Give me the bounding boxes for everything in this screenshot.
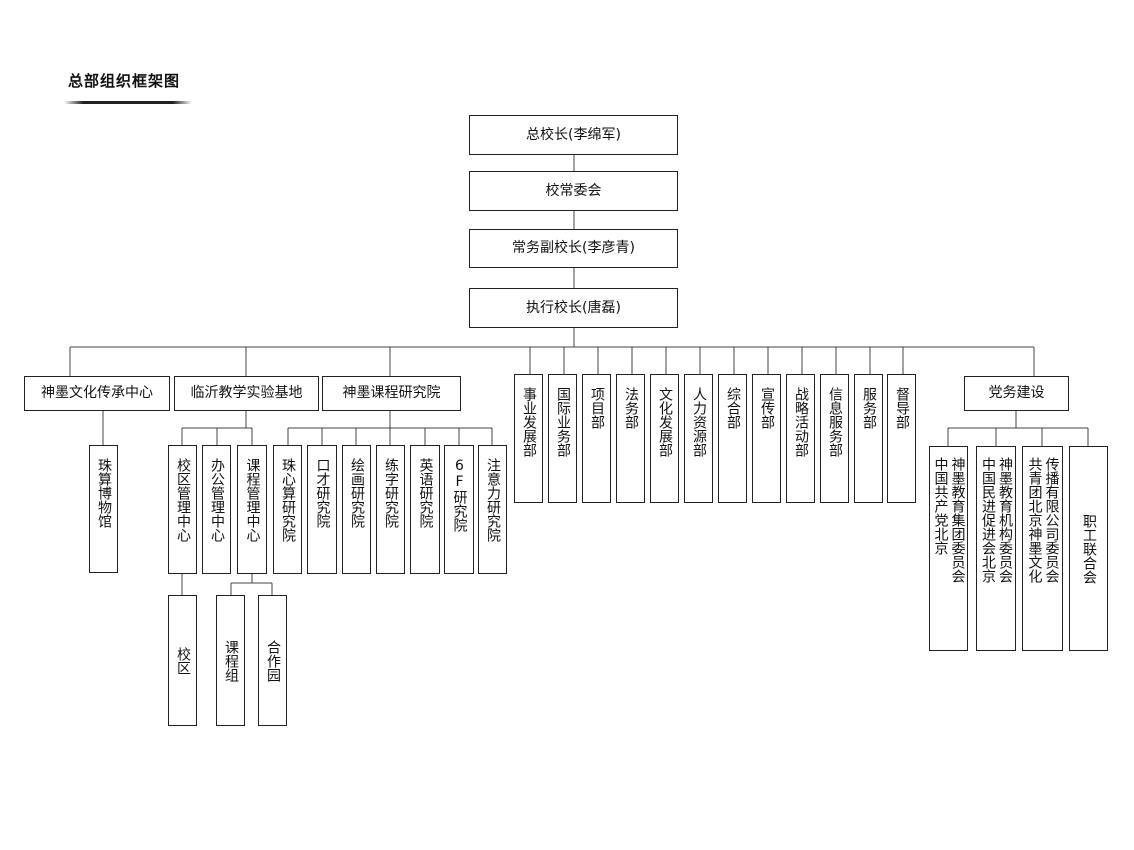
chain-box-principal: 总校长(李绵军): [469, 115, 678, 155]
party-committee-label-line2: 神墨教育集团委员会: [949, 457, 966, 583]
institute-box-painting: 绘画研究院: [342, 445, 371, 574]
department-box: 宣传部: [752, 374, 781, 503]
democratic-promotion-committee-label-line2: 神墨教育机构委员会: [997, 457, 1013, 583]
department-label: 人力资源部: [691, 387, 707, 457]
institute-label: 注意力研究院: [485, 458, 501, 542]
office-management-center-box: 办公管理中心: [202, 445, 231, 574]
department-box: 国际业务部: [548, 374, 577, 503]
linyi-base-box: 临沂教学实验基地: [174, 376, 319, 411]
department-label: 战略活动部: [793, 387, 809, 457]
party-committee-label-line1: 中国共产党北京: [932, 457, 949, 555]
kindergarten-box: 合作园: [258, 595, 287, 726]
department-box: 战略活动部: [786, 374, 815, 503]
department-box: 服务部: [854, 374, 883, 503]
museum-box: 珠算博物馆: [89, 445, 118, 573]
institute-label: 英语研究院: [417, 458, 434, 528]
page-title: 总部组织框架图: [68, 72, 181, 90]
office-management-center-label: 办公管理中心: [209, 458, 225, 542]
kindergarten-label: 合作园: [265, 639, 281, 682]
institute-box-6f: 6F研究院: [444, 445, 474, 574]
democratic-promotion-committee-box: 中国民进促进会北京 神墨教育机构委员会: [976, 446, 1016, 651]
workers-union-box: 职工联合会: [1069, 446, 1108, 651]
title-underline: [64, 101, 192, 104]
party-committee-box: 中国共产党北京 神墨教育集团委员会: [929, 446, 968, 651]
research-institute-label: 神墨课程研究院: [342, 385, 441, 401]
institute-label: 6F研究院: [451, 458, 468, 532]
culture-center-label: 神墨文化传承中心: [41, 385, 153, 401]
department-label: 法务部: [623, 387, 639, 429]
campus-box: 校区: [168, 595, 197, 726]
linyi-base-label: 临沂教学实验基地: [190, 385, 303, 401]
department-box: 信息服务部: [820, 374, 849, 503]
department-box: 事业发展部: [514, 374, 543, 503]
campus-management-center-box: 校区管理中心: [168, 445, 197, 574]
course-management-center-label: 课程管理中心: [244, 458, 261, 542]
institute-box-abacus: 珠心算研究院: [273, 445, 302, 574]
chain-label: 校常委会: [545, 182, 602, 199]
culture-center-box: 神墨文化传承中心: [24, 376, 170, 411]
museum-label: 珠算博物馆: [96, 458, 112, 528]
department-box: 综合部: [718, 374, 747, 503]
department-label: 宣传部: [759, 387, 775, 429]
chain-label: 执行校长(唐磊): [526, 299, 621, 316]
department-label: 国际业务部: [555, 387, 571, 457]
chain-label: 常务副校长(李彦青): [512, 240, 635, 256]
institute-label: 口才研究院: [314, 458, 331, 528]
department-label: 督导部: [894, 387, 910, 429]
chain-box-deputy: 常务副校长(李彦青): [469, 229, 678, 268]
department-label: 事业发展部: [521, 387, 537, 457]
course-group-label: 课程组: [223, 639, 239, 682]
department-box: 项目部: [582, 374, 611, 503]
institute-label: 练字研究院: [383, 458, 399, 528]
democratic-promotion-committee-label-line1: 中国民进促进会北京: [980, 457, 996, 583]
department-box: 法务部: [616, 374, 645, 503]
chain-box-executive: 执行校长(唐磊): [469, 288, 678, 328]
institute-label: 珠心算研究院: [280, 458, 296, 542]
department-label: 服务部: [861, 387, 877, 429]
course-group-box: 课程组: [216, 595, 245, 726]
chain-box-committee: 校常委会: [469, 171, 678, 211]
party-building-label: 党务建设: [988, 385, 1045, 401]
department-box: 督导部: [887, 374, 916, 503]
institute-box-eloquence: 口才研究院: [307, 445, 337, 574]
department-box: 文化发展部: [650, 374, 679, 503]
youth-league-committee-box: 共青团北京神墨文化 传播有限公司委员会: [1022, 446, 1063, 651]
workers-union-label: 职工联合会: [1081, 513, 1097, 584]
department-label: 信息服务部: [827, 387, 843, 457]
research-institute-box: 神墨课程研究院: [322, 376, 461, 411]
department-label: 项目部: [589, 387, 605, 429]
campus-label: 校区: [175, 646, 191, 675]
institute-box-attention: 注意力研究院: [478, 445, 507, 574]
youth-league-committee-label-line2: 传播有限公司委员会: [1043, 457, 1060, 583]
institute-label: 绘画研究院: [349, 458, 365, 528]
party-building-box: 党务建设: [964, 376, 1069, 411]
youth-league-committee-label-line1: 共青团北京神墨文化: [1026, 457, 1043, 583]
campus-management-center-label: 校区管理中心: [175, 458, 191, 542]
course-management-center-box: 课程管理中心: [237, 445, 267, 574]
department-box: 人力资源部: [684, 374, 713, 503]
department-label: 综合部: [725, 387, 741, 429]
institute-box-english: 英语研究院: [410, 445, 440, 574]
chain-label: 总校长(李绵军): [526, 126, 621, 143]
department-label: 文化发展部: [657, 387, 673, 457]
institute-box-calligraphy: 练字研究院: [376, 445, 405, 574]
